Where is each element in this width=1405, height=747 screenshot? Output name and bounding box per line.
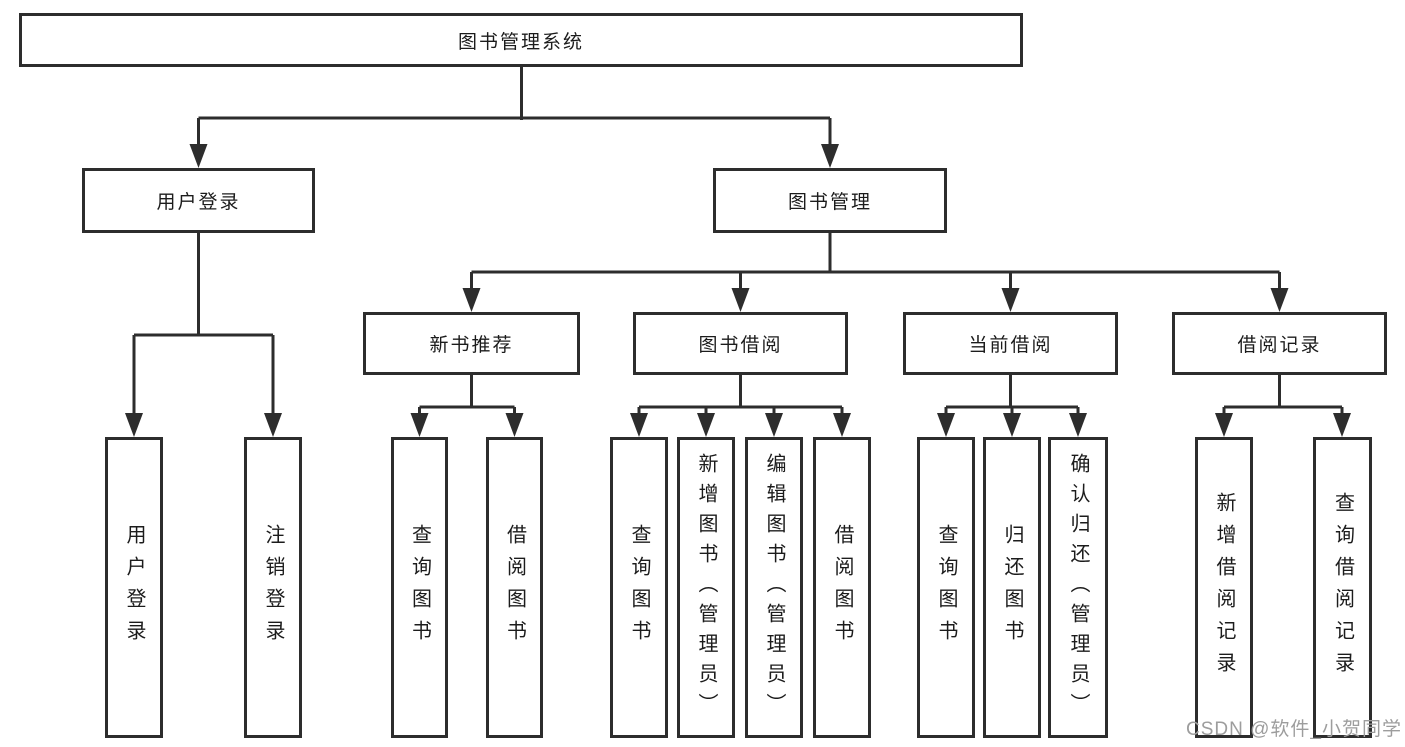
leaf-confirm-return-admin-label: 确认归还（管理员） [1067,452,1089,723]
leaf-user-login: 用户登录 [105,437,163,738]
leaf-query-borrow-record-label: 查询借阅记录 [1331,491,1354,684]
node-new-book-recommend-label: 新书推荐 [429,335,514,356]
node-book-management: 图书管理 [713,168,947,233]
leaf-recommend-query-book: 查询图书 [391,437,448,738]
leaf-add-book-admin-label: 新增图书（管理员） [695,452,717,723]
leaf-current-query-book: 查询图书 [917,437,975,738]
leaf-recommend-query-book-label: 查询图书 [408,523,431,652]
node-borrow-record-label: 借阅记录 [1237,335,1322,356]
leaf-add-borrow-record: 新增借阅记录 [1195,437,1253,738]
node-current-borrow: 当前借阅 [903,312,1118,375]
node-current-borrow-label: 当前借阅 [968,335,1053,356]
leaf-borrow-book-label: 借阅图书 [831,523,853,652]
leaf-borrow-query-book: 查询图书 [610,437,668,738]
leaf-return-book-label: 归还图书 [1001,523,1023,652]
leaf-confirm-return-admin: 确认归还（管理员） [1048,437,1108,738]
node-book-borrow: 图书借阅 [633,312,848,375]
node-user-login: 用户登录 [82,168,315,233]
leaf-return-book: 归还图书 [983,437,1041,738]
leaf-recommend-borrow-book: 借阅图书 [486,437,543,738]
node-root-label: 图书管理系统 [457,31,584,53]
leaf-logout-label: 注销登录 [262,523,284,652]
leaf-add-borrow-record-label: 新增借阅记录 [1213,491,1235,684]
leaf-current-query-book-label: 查询图书 [935,523,957,652]
node-book-management-label: 图书管理 [787,192,872,213]
node-book-borrow-label: 图书借阅 [698,335,783,356]
leaf-user-login-label: 用户登录 [123,523,145,652]
leaf-borrow-query-book-label: 查询图书 [628,523,650,652]
leaf-borrow-book: 借阅图书 [813,437,871,738]
leaf-query-borrow-record: 查询借阅记录 [1313,437,1372,738]
node-user-login-label: 用户登录 [156,192,241,213]
leaf-add-book-admin: 新增图书（管理员） [677,437,735,738]
leaf-recommend-borrow-book-label: 借阅图书 [503,523,526,652]
leaf-edit-book-admin-label: 编辑图书（管理员） [763,452,785,723]
csdn-watermark: CSDN @软件_小贺同学 [1186,719,1402,740]
node-borrow-record: 借阅记录 [1172,312,1387,375]
leaf-logout: 注销登录 [244,437,302,738]
leaf-edit-book-admin: 编辑图书（管理员） [745,437,803,738]
node-new-book-recommend: 新书推荐 [363,312,580,375]
node-root: 图书管理系统 [19,13,1023,67]
